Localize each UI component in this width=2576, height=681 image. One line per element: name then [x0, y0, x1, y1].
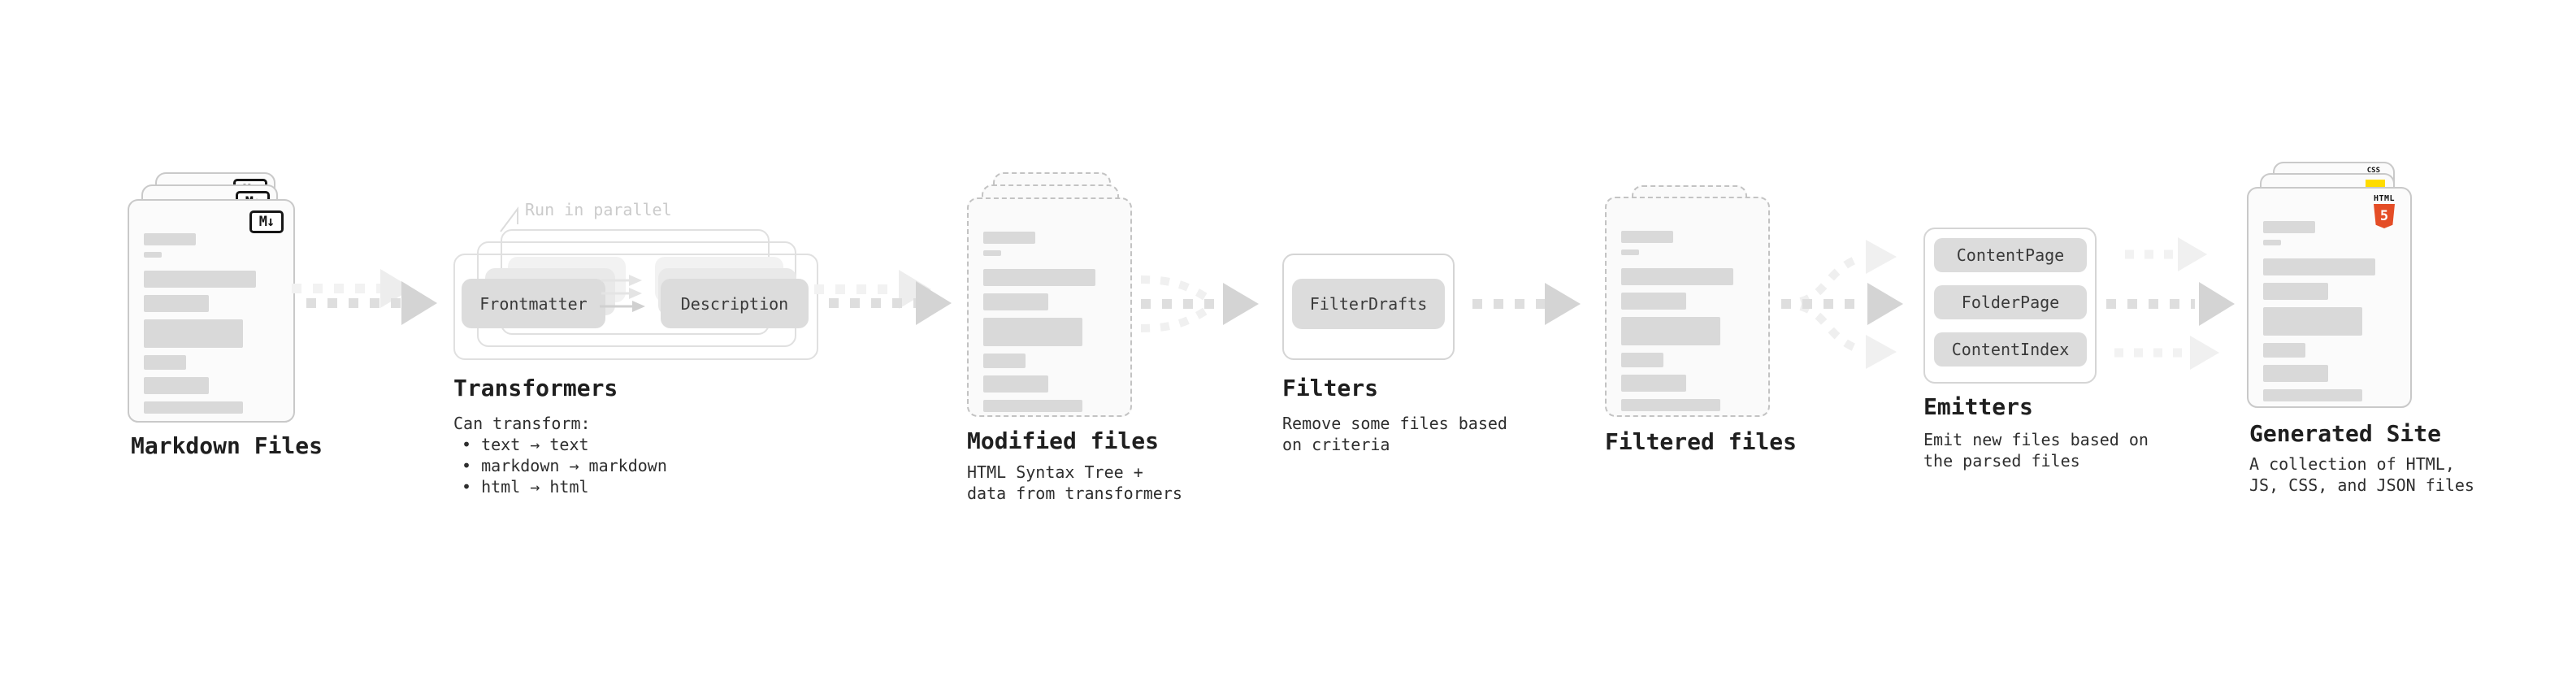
text-line-bar	[1621, 231, 1673, 243]
text-line-bar	[2263, 240, 2281, 245]
text-line-bar	[144, 319, 243, 348]
description-line: HTML Syntax Tree +	[967, 462, 1143, 482]
text-line-bar	[983, 293, 1048, 310]
text-line-bar	[144, 355, 186, 370]
arrow-modified-to-filters-converge	[1140, 275, 1259, 332]
arrow-filters-to-filtered	[1472, 283, 1581, 325]
arrow-filtered-to-emitters-diverge	[1781, 240, 1903, 369]
transformers-description: Can transform: • text → text • markdown …	[453, 413, 667, 497]
text-line-bar	[983, 269, 1095, 286]
description-line: Emit new files based on	[1923, 430, 2149, 449]
text-line-bar	[144, 295, 209, 312]
js-icon	[2366, 180, 2385, 189]
text-line-bar	[2263, 307, 2362, 336]
markdown-icon: M↓	[249, 210, 284, 233]
folder-page-pill: FolderPage	[1934, 285, 2087, 319]
text-line-bar	[1621, 399, 1720, 411]
file-card-front	[1605, 197, 1770, 417]
file-content-placeholder	[1621, 231, 1754, 411]
text-line-bar	[2263, 389, 2362, 401]
text-line-bar	[983, 250, 1001, 256]
stage-label-transformers: Transformers	[453, 375, 618, 401]
stage-label-markdown-files: Markdown Files	[131, 432, 323, 459]
description-pill: Description	[661, 279, 809, 328]
text-line-bar	[983, 232, 1035, 244]
description-line: • markdown → markdown	[462, 456, 667, 475]
html5-shield: 5	[2374, 204, 2395, 228]
text-line-bar	[1621, 317, 1720, 345]
stage-label-modified-files: Modified files	[967, 427, 1160, 454]
description-line: Remove some files based	[1282, 414, 1507, 433]
text-line-bar	[144, 401, 243, 414]
text-line-bar	[1621, 268, 1733, 285]
file-content-placeholder	[2263, 221, 2396, 401]
file-content-placeholder	[144, 233, 279, 414]
stage-label-emitters: Emitters	[1923, 393, 2033, 420]
frontmatter-pill: Frontmatter	[462, 279, 605, 328]
html5-number: 5	[2379, 208, 2389, 224]
file-content-placeholder	[983, 232, 1116, 412]
transformer-box-front	[453, 254, 818, 360]
filters-description: Remove some files based on criteria	[1282, 413, 1507, 455]
content-index-pill: ContentIndex	[1934, 332, 2087, 367]
run-in-parallel-note: Run in parallel	[525, 200, 672, 219]
text-line-bar	[2263, 258, 2375, 275]
text-line-bar	[144, 377, 209, 394]
text-line-bar	[144, 233, 196, 245]
html5-icon: HTML 5	[2368, 194, 2400, 228]
description-line: • html → html	[462, 477, 589, 497]
arrow-markdown-to-transformers	[292, 269, 437, 325]
text-line-bar	[1621, 353, 1663, 367]
generated-site-description: A collection of HTML, JS, CSS, and JSON …	[2249, 453, 2474, 496]
text-line-bar	[2263, 365, 2328, 382]
description-line: JS, CSS, and JSON files	[2249, 475, 2474, 495]
description-line: the parsed files	[1923, 451, 2080, 471]
description-line: Can transform:	[453, 414, 591, 433]
text-line-bar	[2263, 221, 2315, 233]
description-line: • text → text	[462, 435, 589, 454]
text-line-bar	[2263, 343, 2305, 358]
stage-label-filters: Filters	[1282, 375, 1379, 401]
emitters-description: Emit new files based on the parsed files	[1923, 429, 2149, 471]
text-line-bar	[2263, 283, 2328, 300]
stage-label-filtered-files: Filtered files	[1605, 428, 1798, 455]
run-in-parallel-leader-line	[500, 206, 518, 232]
text-line-bar	[144, 252, 162, 258]
html5-word: HTML	[2373, 194, 2396, 203]
file-card-front: HTML 5	[2247, 187, 2412, 408]
text-line-bar	[983, 375, 1048, 393]
description-line: on criteria	[1282, 435, 1390, 454]
content-page-pill: ContentPage	[1934, 238, 2087, 272]
arrow-transformers-to-modified	[814, 270, 952, 325]
arrows-emitters-to-generated	[2106, 237, 2235, 370]
text-line-bar	[983, 318, 1082, 346]
stage-label-generated-site: Generated Site	[2249, 420, 2442, 447]
text-line-bar	[983, 354, 1026, 368]
text-line-bar	[1621, 293, 1686, 310]
modified-files-description: HTML Syntax Tree + data from transformer…	[967, 462, 1182, 504]
filter-drafts-pill: FilterDrafts	[1292, 279, 1445, 329]
description-line: A collection of HTML,	[2249, 454, 2455, 474]
text-line-bar	[1621, 249, 1639, 255]
text-line-bar	[1621, 375, 1686, 392]
text-line-bar	[983, 400, 1082, 412]
file-card-front: M↓	[128, 199, 295, 423]
file-card-front	[967, 197, 1132, 417]
text-line-bar	[144, 271, 256, 288]
description-line: data from transformers	[967, 484, 1182, 503]
